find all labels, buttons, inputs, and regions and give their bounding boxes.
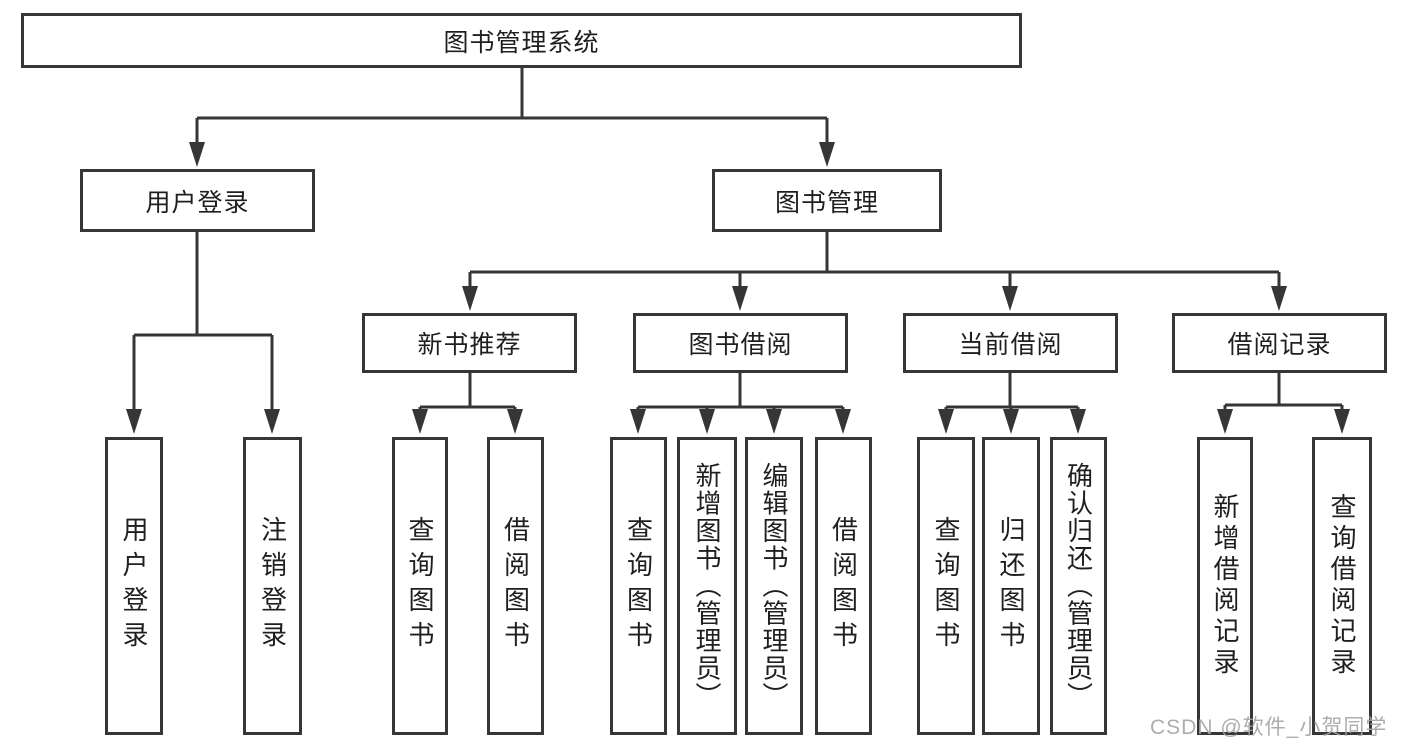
arrow-down-icon bbox=[412, 409, 428, 434]
node-label: 借阅图书 bbox=[828, 516, 859, 656]
node-label: 图书借阅 bbox=[688, 331, 793, 359]
leaf-query-books-current: 查询图书 bbox=[917, 437, 975, 735]
node-label: 新书推荐 bbox=[417, 331, 522, 359]
arrow-down-icon bbox=[507, 409, 523, 434]
leaf-confirm-return-admin: 确认归还（管理员） bbox=[1050, 437, 1107, 735]
node-label: 借阅图书 bbox=[500, 516, 531, 656]
leaf-logout: 注销登录 bbox=[243, 437, 302, 735]
node-label: 借阅记录 bbox=[1227, 331, 1332, 359]
leaf-query-books-borrow: 查询图书 bbox=[610, 437, 667, 735]
arrow-down-icon bbox=[699, 409, 715, 434]
arrow-down-icon bbox=[1002, 286, 1018, 311]
arrow-down-icon bbox=[462, 286, 478, 311]
node-label: 确认归还（管理员） bbox=[1063, 462, 1094, 710]
leaf-borrow-books-recommend: 借阅图书 bbox=[487, 437, 544, 735]
node-book-management: 图书管理 bbox=[712, 169, 942, 232]
node-user-login-group: 用户登录 bbox=[80, 169, 315, 232]
arrow-down-icon bbox=[1217, 409, 1233, 434]
node-label: 注销登录 bbox=[257, 516, 288, 656]
node-label: 用户登录 bbox=[145, 188, 250, 217]
node-borrowing-records: 借阅记录 bbox=[1172, 313, 1387, 373]
arrow-down-icon bbox=[819, 142, 835, 167]
node-label: 图书管理 bbox=[774, 188, 879, 217]
arrow-down-icon bbox=[766, 409, 782, 434]
arrow-down-icon bbox=[1334, 409, 1350, 434]
node-label: 编辑图书（管理员） bbox=[759, 462, 789, 710]
leaf-edit-book-admin: 编辑图书（管理员） bbox=[745, 437, 803, 735]
node-label: 图书管理系统 bbox=[443, 28, 600, 57]
node-label: 查询图书 bbox=[931, 516, 961, 656]
arrow-down-icon bbox=[938, 409, 954, 434]
arrow-down-icon bbox=[189, 142, 205, 167]
arrow-down-icon bbox=[630, 409, 646, 434]
node-label: 用户登录 bbox=[119, 516, 149, 656]
arrow-down-icon bbox=[1271, 286, 1287, 311]
arrow-down-icon bbox=[264, 409, 280, 434]
arrow-down-icon bbox=[126, 409, 142, 434]
leaf-return-book: 归还图书 bbox=[982, 437, 1040, 735]
node-root-system: 图书管理系统 bbox=[21, 13, 1022, 68]
arrow-down-icon bbox=[835, 409, 851, 434]
arrow-down-icon bbox=[732, 286, 748, 311]
node-label: 查询借阅记录 bbox=[1327, 493, 1357, 679]
leaf-borrow-books-borrow: 借阅图书 bbox=[815, 437, 872, 735]
node-label: 查询图书 bbox=[623, 516, 654, 656]
node-new-book-recommend: 新书推荐 bbox=[362, 313, 577, 373]
leaf-add-book-admin: 新增图书（管理员） bbox=[677, 437, 737, 735]
node-label: 新增借阅记录 bbox=[1210, 493, 1240, 679]
leaf-query-borrow-record: 查询借阅记录 bbox=[1312, 437, 1372, 735]
leaf-add-borrow-record: 新增借阅记录 bbox=[1197, 437, 1253, 735]
node-label: 新增图书（管理员） bbox=[692, 462, 722, 710]
arrow-down-icon bbox=[1070, 409, 1086, 434]
node-label: 归还图书 bbox=[996, 516, 1026, 656]
node-label: 当前借阅 bbox=[958, 331, 1063, 359]
node-label: 查询图书 bbox=[405, 516, 435, 656]
csdn-watermark: CSDN @软件_小贺同学 bbox=[1150, 716, 1388, 739]
leaf-user-login: 用户登录 bbox=[105, 437, 163, 735]
node-current-borrowing: 当前借阅 bbox=[903, 313, 1118, 373]
node-book-borrowing: 图书借阅 bbox=[633, 313, 848, 373]
leaf-query-books-recommend: 查询图书 bbox=[392, 437, 448, 735]
arrow-down-icon bbox=[1003, 409, 1019, 434]
